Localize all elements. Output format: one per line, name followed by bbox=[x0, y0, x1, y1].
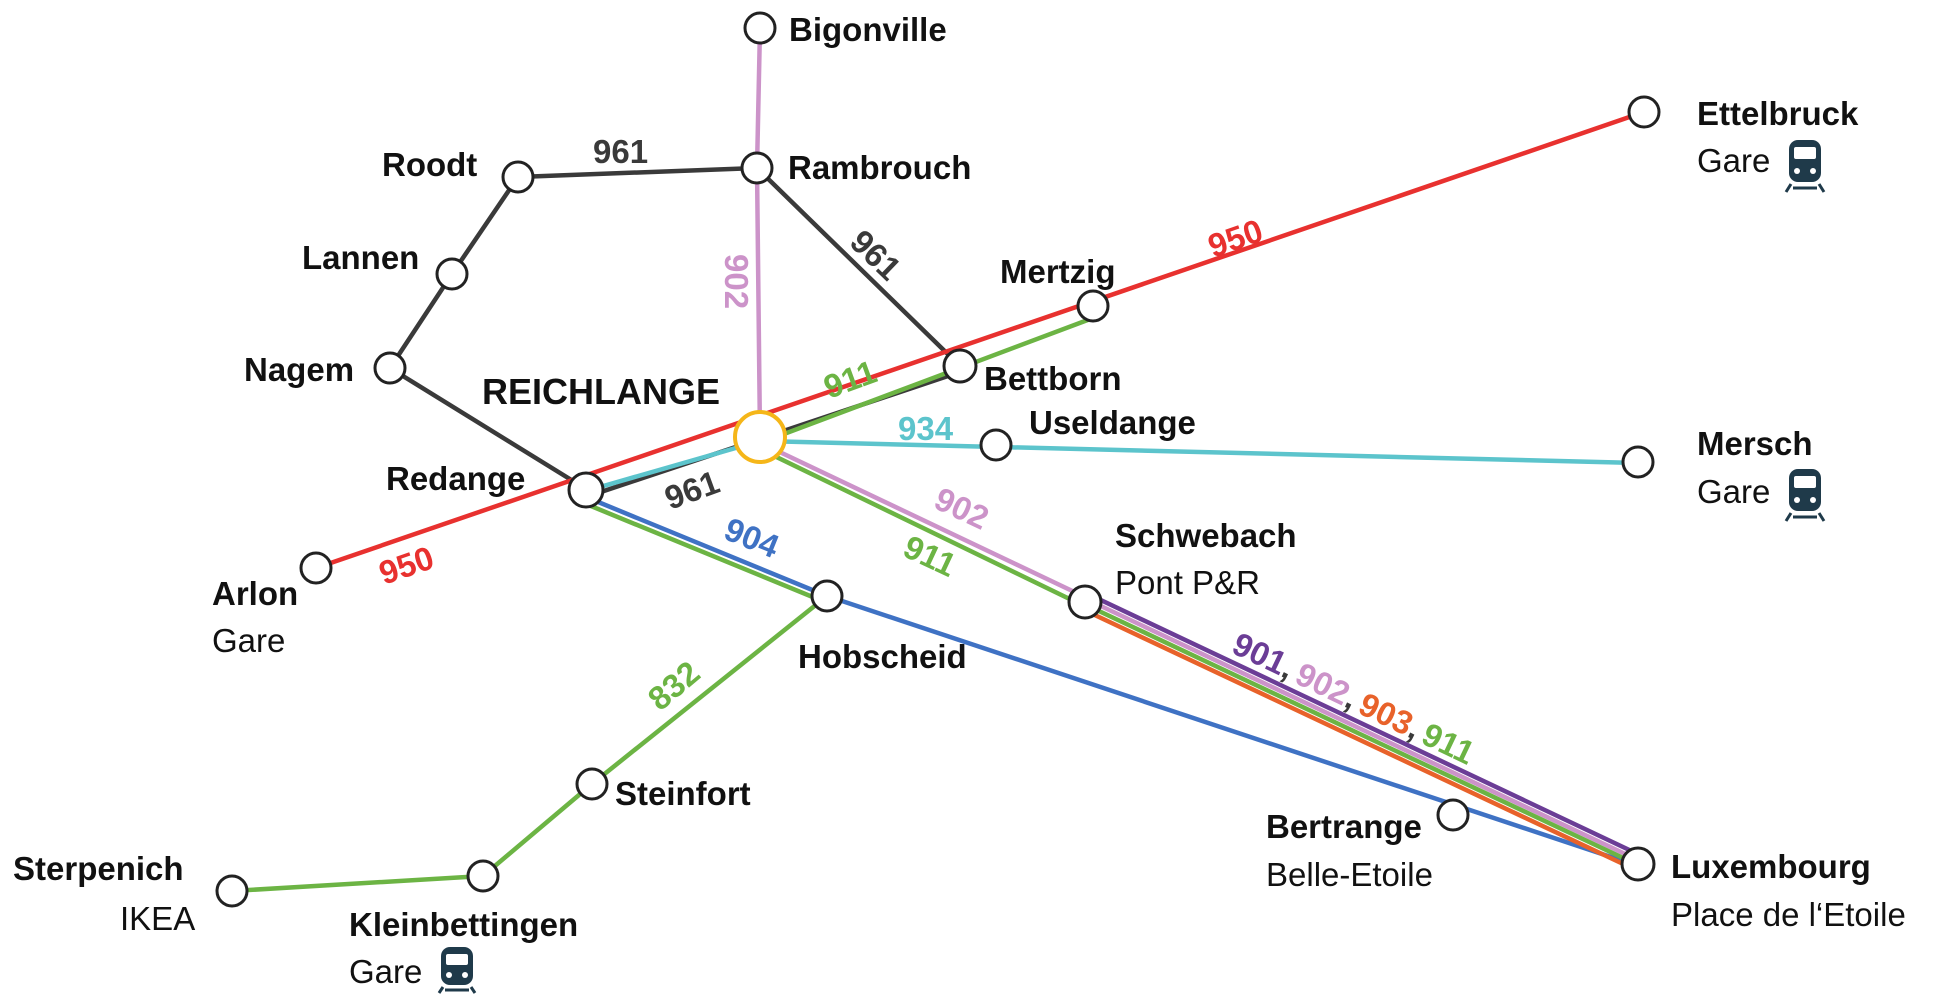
route-911-line-north bbox=[757, 315, 1096, 446]
route-950-line bbox=[313, 109, 1647, 571]
stop-marker-mersch[interactable] bbox=[1621, 445, 1655, 479]
stop-marker-redange[interactable] bbox=[567, 471, 605, 509]
route-911-line-bundle bbox=[1081, 601, 1641, 868]
hub-marker-reichlange[interactable] bbox=[733, 410, 787, 464]
stop-label-bettborn: Bettborn bbox=[984, 360, 1121, 397]
stop-marker-steinfort[interactable] bbox=[575, 767, 609, 801]
stop-label-hobscheid: Hobscheid bbox=[798, 638, 967, 675]
route-901-line-bundle bbox=[1085, 591, 1645, 859]
stop-marker-bigonville[interactable] bbox=[743, 11, 777, 45]
stop-sublabel-ettelbruck: Gare bbox=[1697, 142, 1770, 179]
stop-label-sterpenich: Sterpenich bbox=[13, 850, 184, 887]
stop-label-rambrouch: Rambrouch bbox=[788, 149, 971, 186]
stop-label-steinfort: Steinfort bbox=[615, 775, 751, 812]
luxembourg-bundle-labels: 901 , 902 , 903 , 911 bbox=[1227, 625, 1481, 772]
stop-marker-useldange[interactable] bbox=[979, 428, 1013, 462]
route-832-line-steinfort-kleinbettingen bbox=[480, 781, 595, 879]
stop-labels: Bigonville Ettelbruck Gare Roodt Rambrou… bbox=[13, 11, 1906, 990]
stop-marker-bertrange[interactable] bbox=[1436, 798, 1470, 832]
route-904-line-hobscheid-lux bbox=[824, 593, 1641, 869]
route-902-line-hub-schwebach bbox=[762, 442, 1088, 600]
route-label-832: 832 bbox=[641, 654, 707, 718]
route-label-961: 961 bbox=[593, 133, 648, 170]
stop-sublabel-arlon: Gare bbox=[212, 622, 285, 659]
route-label-902: 902 bbox=[718, 254, 755, 309]
route-label-911: 911 bbox=[819, 353, 882, 406]
stop-sublabel-schwebach: Pont P&R bbox=[1115, 564, 1260, 601]
route-911-line-redange-hobscheid bbox=[583, 501, 823, 603]
stop-label-lannen: Lannen bbox=[302, 239, 419, 276]
hub-label-reichlange: REICHLANGE bbox=[482, 371, 720, 412]
stop-label-bigonville: Bigonville bbox=[789, 11, 947, 48]
route-label-950: 950 bbox=[1203, 212, 1267, 265]
route-902-line-north bbox=[754, 25, 763, 171]
route-904-line-redange-hobscheid bbox=[583, 494, 830, 599]
stop-label-ettelbruck: Ettelbruck bbox=[1697, 95, 1859, 132]
stop-marker-luxembourg[interactable] bbox=[1620, 846, 1656, 882]
route-911-line-hub-schwebach bbox=[757, 446, 1085, 608]
stop-label-kleinbettingen: Kleinbettingen bbox=[349, 906, 578, 943]
route-lines bbox=[229, 25, 1647, 894]
route-902-line-bundle bbox=[1083, 596, 1643, 864]
stop-marker-arlon[interactable] bbox=[299, 551, 333, 585]
stop-sublabel-mersch: Gare bbox=[1697, 473, 1770, 510]
stop-marker-nagem[interactable] bbox=[373, 351, 407, 385]
route-961-line-nagem-redange bbox=[387, 365, 589, 492]
route-934-line-redange-hub bbox=[583, 438, 763, 494]
train-icons bbox=[437, 140, 1826, 994]
stop-label-nagem: Nagem bbox=[244, 351, 354, 388]
route-832-line-hobscheid-steinfort bbox=[589, 593, 830, 787]
stop-label-roodt: Roodt bbox=[382, 146, 477, 183]
stop-label-redange: Redange bbox=[386, 460, 525, 497]
route-labels: 961 961 902 950 911 934 961 904 950 902 … bbox=[374, 133, 1480, 772]
route-label-961: 961 bbox=[843, 222, 908, 287]
stop-marker-ettelbruck[interactable] bbox=[1627, 95, 1661, 129]
train-icon bbox=[437, 947, 477, 994]
route-961-line-rambrouch-bettborn bbox=[754, 165, 963, 369]
route-832-line-kleinbettingen-sterpenich bbox=[229, 873, 486, 894]
stop-label-useldange: Useldange bbox=[1029, 404, 1196, 441]
route-961-line-roodt-rambrouch bbox=[515, 165, 760, 180]
route-934-line-hub-mersch bbox=[757, 438, 1641, 466]
stop-marker-mertzig[interactable] bbox=[1076, 289, 1110, 323]
train-icon bbox=[1784, 469, 1826, 522]
train-icon bbox=[1784, 140, 1826, 193]
stop-marker-hobscheid[interactable] bbox=[810, 579, 844, 613]
stop-marker-bettborn[interactable] bbox=[942, 348, 978, 384]
stop-label-bertrange: Bertrange bbox=[1266, 808, 1422, 845]
stop-sublabel-sterpenich: IKEA bbox=[120, 900, 195, 937]
stop-sublabel-kleinbettingen: Gare bbox=[349, 953, 422, 990]
stop-marker-lannen[interactable] bbox=[435, 257, 469, 291]
stop-marker-rambrouch[interactable] bbox=[740, 151, 774, 185]
route-903-line-bundle bbox=[1079, 606, 1639, 873]
stop-marker-sterpenich[interactable] bbox=[215, 874, 249, 908]
route-961-line-roodt-lannen bbox=[449, 174, 521, 277]
stop-marker-schwebach[interactable] bbox=[1067, 584, 1103, 620]
stop-label-schwebach: Schwebach bbox=[1115, 517, 1297, 554]
stop-marker-kleinbettingen[interactable] bbox=[466, 859, 500, 893]
stop-label-arlon: Arlon bbox=[212, 575, 298, 612]
stops bbox=[215, 11, 1661, 908]
route-label-934: 934 bbox=[898, 410, 954, 447]
stop-sublabel-bertrange: Belle-Etoile bbox=[1266, 856, 1433, 893]
stop-marker-roodt[interactable] bbox=[501, 160, 535, 194]
route-961-line-lannen-nagem bbox=[387, 271, 455, 371]
route-902-line-hub bbox=[754, 165, 763, 440]
stop-label-mersch: Mersch bbox=[1697, 425, 1813, 462]
stop-sublabel-luxembourg: Place de l‘Etoile bbox=[1671, 896, 1906, 933]
stop-label-luxembourg: Luxembourg bbox=[1671, 848, 1871, 885]
stop-label-mertzig: Mertzig bbox=[1000, 253, 1116, 290]
